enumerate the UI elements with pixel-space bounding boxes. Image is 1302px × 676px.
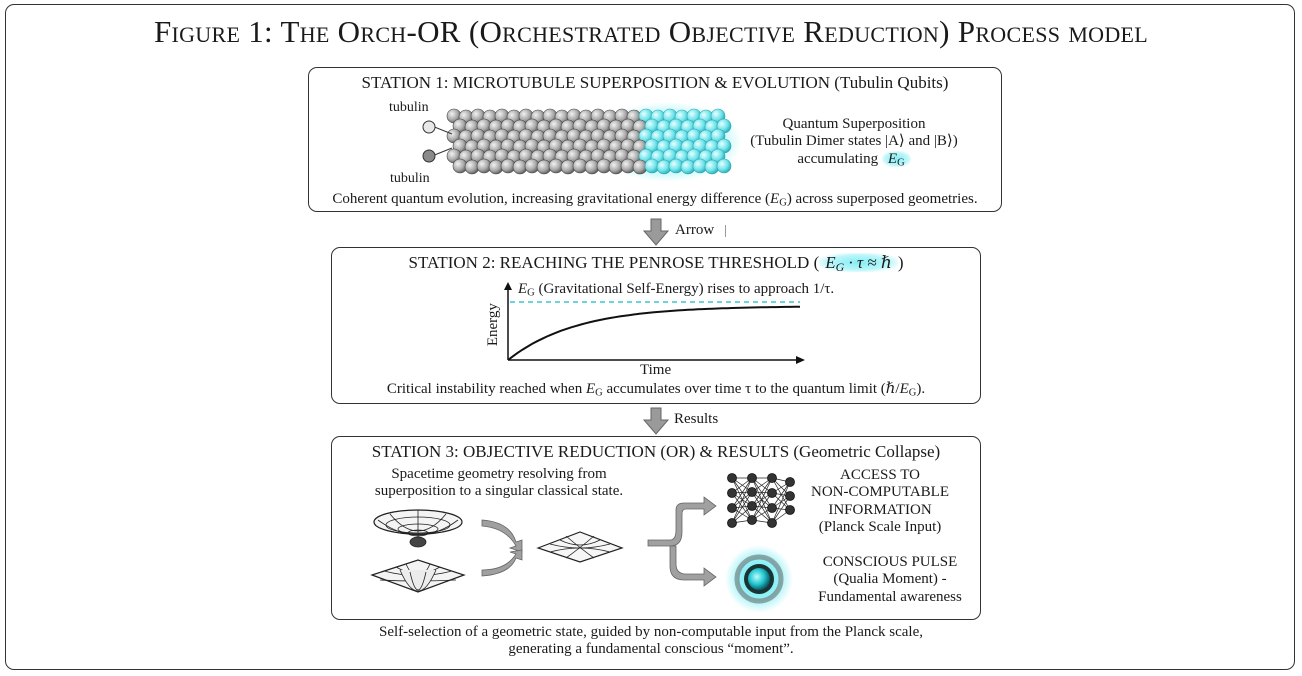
network-node [727, 488, 737, 498]
access-line-4: (Planck Scale Input) [818, 518, 942, 535]
tubulin-label-top: tubulin [389, 100, 429, 115]
conscious-pulse-orb-icon [725, 545, 793, 613]
curved-geometry-b [370, 559, 466, 593]
text-cursor-mark [725, 225, 726, 237]
caption-1-eg-sub: G [779, 197, 787, 209]
network-node [727, 503, 737, 513]
down-arrow-2 [642, 407, 670, 435]
pulse-text: CONSCIOUS PULSE (Qualia Moment) - Fundam… [800, 554, 980, 606]
down-arrow-1 [642, 218, 670, 246]
station-2-caption: Critical instability reached when EG acc… [331, 381, 981, 400]
eg-subscript: G [897, 157, 905, 169]
caption-1-prefix: Coherent quantum evolution, increasing g… [332, 191, 771, 207]
network-node [747, 473, 757, 483]
caption-1-eg: E [770, 191, 780, 207]
network-node [747, 515, 757, 525]
network-node [747, 487, 757, 497]
network-node [767, 473, 777, 483]
footer-line-2: generating a fundamental conscious “mome… [508, 641, 794, 658]
footer-line-1: Self-selection of a geometric state, gui… [379, 624, 923, 640]
arrow-1-label: Arrow [675, 222, 715, 238]
superposition-line-2: (Tubulin Dimer states |A⟩ and |B⟩) [750, 133, 958, 150]
network-node [785, 491, 795, 501]
resolved-geometry [536, 531, 624, 563]
neural-network-icon [727, 473, 795, 528]
network-node [785, 477, 795, 487]
energy-time-chart [504, 282, 805, 364]
superposition-text: Quantum Superposition (Tubulin Dimer sta… [734, 116, 974, 169]
y-axis-label: Energy [484, 303, 501, 347]
station-2-heading: STATION 2: REACHING THE PENROSE THRESHOL… [331, 253, 981, 275]
access-text: ACCESS TO NON-COMPUTABLE INFORMATION (Pl… [790, 467, 970, 536]
network-node [727, 518, 737, 528]
curve-label-eg: E [518, 281, 528, 297]
pulse-line-3: Fundamental awareness [818, 588, 962, 605]
spacetime-collapse-illustration [370, 496, 717, 593]
curve-label-eg-sub: G [527, 287, 535, 299]
threshold-highlight: EG · τ ≈ ℏ [819, 253, 898, 274]
caption-2-suffix: ). [916, 381, 926, 397]
station-2-heading-prefix: STATION 2: REACHING THE PENROSE THRESHOL… [408, 253, 820, 272]
network-node [727, 473, 737, 483]
station-3-heading: STATION 3: OBJECTIVE REDUCTION (OR) & RE… [371, 442, 941, 461]
caption-2-prefix: Critical instability reached when [386, 381, 586, 397]
curved-geometry-a [373, 509, 463, 548]
access-line-3: INFORMATION [828, 501, 932, 518]
eg-symbol: E [887, 150, 898, 167]
figure-frame [5, 4, 1295, 670]
microtubule-illustration [422, 102, 742, 182]
curve-label: EG (Gravitational Self-Energy) rises to … [518, 281, 834, 300]
spacetime-line-1: Spacetime geometry resolving from [391, 466, 607, 482]
network-node [785, 505, 795, 515]
spacetime-text: Spacetime geometry resolving from superp… [364, 466, 634, 501]
arrow-2-label: Results [674, 411, 719, 427]
pulse-line-1: CONSCIOUS PULSE [822, 554, 958, 570]
spacetime-line-2: superposition to a singular classical st… [374, 483, 624, 500]
caption-2-eg: E [585, 381, 596, 397]
access-line-2: NON-COMPUTABLE [811, 484, 949, 501]
station-1-heading: STATION 1: MICROTUBULE SUPERPOSITION & E… [361, 73, 949, 92]
energy-curve [507, 305, 801, 361]
access-line-1: ACCESS TO [840, 467, 920, 483]
network-node [747, 501, 757, 511]
split-arrow [647, 496, 717, 587]
footer-caption: Self-selection of a geometric state, gui… [0, 624, 1302, 659]
merge-arrow [481, 519, 523, 577]
eg-highlight: EG [881, 150, 911, 169]
caption-2-eg-2: E [899, 381, 909, 397]
caption-1-suffix: ) across superposed geometries. [786, 191, 978, 207]
curve-label-text: (Gravitational Self-Energy) rises to app… [538, 281, 835, 297]
station-1-box [308, 67, 1002, 212]
caption-2-eg-2-sub: G [908, 387, 917, 399]
superposition-line-3: accumulating EG [734, 150, 974, 170]
figure-title: Figure 1: The Orch-OR (Orchestrated Obje… [153, 14, 1149, 49]
x-axis-label: Time [640, 362, 672, 378]
tubulin-label-bottom: tubulin [390, 171, 430, 186]
network-node [767, 488, 777, 498]
caption-2-eg-sub: G [595, 387, 603, 399]
threshold-formula: EG · τ ≈ ℏ [825, 253, 892, 274]
tubulin-bead [716, 158, 732, 174]
station-1-caption: Coherent quantum evolution, increasing g… [308, 191, 1002, 210]
caption-2-mid: accumulates over time τ to the quantum l… [602, 381, 900, 397]
pulse-line-2: (Qualia Moment) - [833, 571, 947, 588]
station-2-box [331, 247, 981, 404]
accumulating-label: accumulating [797, 150, 882, 167]
superposition-line-1: Quantum Superposition [782, 116, 926, 132]
network-node [767, 503, 777, 513]
station-2-heading-suffix: ) [897, 253, 904, 272]
network-node [767, 518, 777, 528]
